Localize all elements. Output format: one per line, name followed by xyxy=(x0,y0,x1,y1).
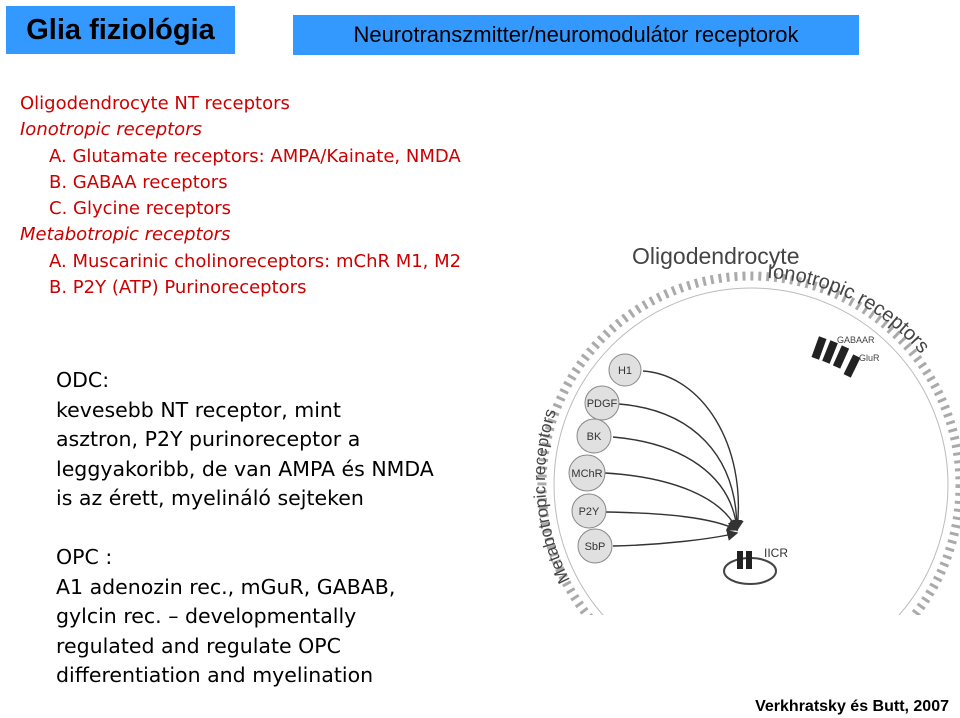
spacer xyxy=(56,514,434,544)
receptor-label: MChR xyxy=(571,468,602,480)
target-label: IICR xyxy=(764,546,788,560)
metabotropic-arc-label: Metabotropic receptors xyxy=(532,407,574,587)
receptor-label: H1 xyxy=(618,365,632,377)
metabotropic-receptors xyxy=(568,353,744,564)
opc-line: A1 adenozin rec., mGuR, GABAB, xyxy=(56,574,396,599)
cell-membrane xyxy=(537,271,960,615)
odc-line: leggyakoribb, de van AMPA és NMDA xyxy=(56,456,434,481)
ip3-receptor-target xyxy=(723,551,777,585)
ionotropic-receptor-label: GABAAR xyxy=(837,335,875,345)
oligodendrocyte-diagram: Oligodendrocyte Ionotropic receptors GAB… xyxy=(532,243,960,615)
receptor-list: Oligodendrocyte NT receptors Ionotropic … xyxy=(20,91,461,301)
odc-line: asztron, P2Y purinoreceptor a xyxy=(56,427,361,451)
receptor-label: PDGF xyxy=(587,398,618,410)
diagram-title: Oligodendrocyte xyxy=(632,243,800,269)
ionotropic-heading: Ionotropic receptors xyxy=(20,119,202,141)
odc-line: kevesebb NT receptor, mint xyxy=(56,397,341,422)
odc-line: is az érett, myelináló sejteken xyxy=(56,486,364,510)
ionotropic-channels xyxy=(811,336,861,378)
citation: Verkhratsky és Butt, 2007 xyxy=(755,698,949,715)
opc-line: OPC : xyxy=(56,545,113,569)
opc-line: regulated and regulate OPC xyxy=(56,633,341,658)
notes: ODC: kevesebb NT receptor, mint asztron,… xyxy=(56,366,434,691)
metabotropic-heading: Metabotropic receptors xyxy=(20,224,231,246)
ionotropic-item: B. GABAA receptors xyxy=(49,171,228,193)
opc-line: gylcin rec. – developmentally xyxy=(56,604,357,628)
receptor-label: BK xyxy=(587,431,602,443)
receptor-list-heading: Oligodendrocyte NT receptors xyxy=(20,93,290,114)
opc-line: differentiation and myelination xyxy=(56,663,374,687)
receptor-label: P2Y xyxy=(579,506,600,518)
ionotropic-item: C. Glycine receptors xyxy=(49,198,232,220)
ionotropic-item: A. Glutamate receptors: AMPA/Kainate, NM… xyxy=(49,145,461,167)
page-title: Glia fiziológia xyxy=(6,6,235,54)
ionotropic-receptor-label: GluR xyxy=(859,353,880,363)
metabotropic-item: A. Muscarinic cholinoreceptors: mChR M1,… xyxy=(49,250,462,272)
odc-line: ODC: xyxy=(56,368,110,392)
receptor-label: SbP xyxy=(585,541,606,553)
metabotropic-item: B. P2Y (ATP) Purinoreceptors xyxy=(49,277,307,299)
page-subtitle: Neurotranszmitter/neuromodulátor recepto… xyxy=(293,15,859,55)
